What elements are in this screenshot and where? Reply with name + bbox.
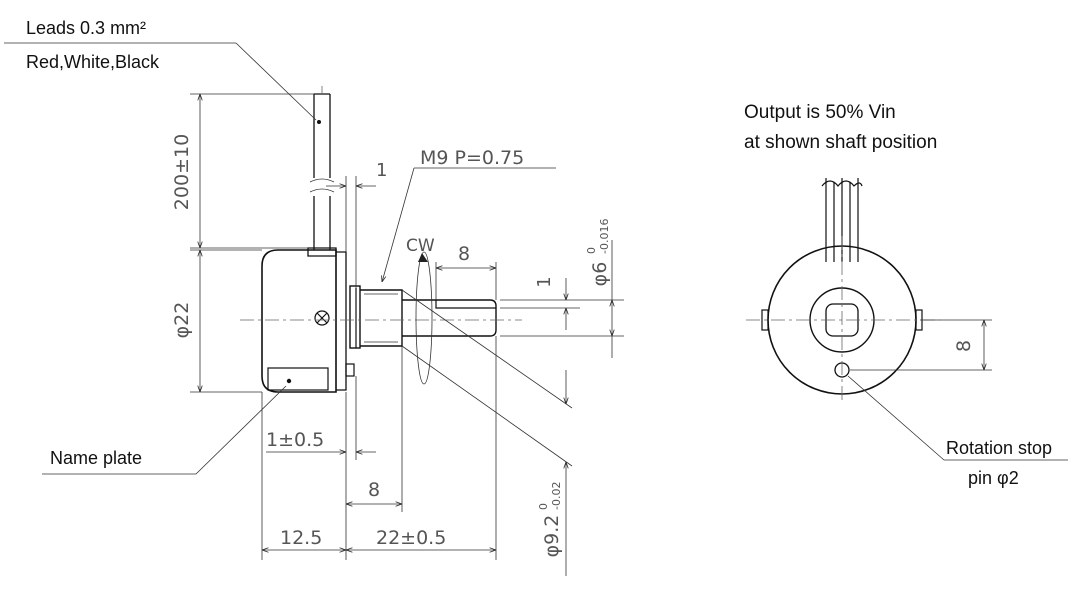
dim-bushing-length: 8 [346,346,403,512]
svg-text:8: 8 [368,479,380,501]
svg-text:Leads 0.3 mm²: Leads 0.3 mm² [26,18,146,38]
dim-offset: 1±0.5 [266,376,376,560]
lead-wires [307,93,337,257]
shaft [402,299,497,337]
front-view: Output is 50% Vin at shown shaft positio… [744,102,1068,488]
rotation-stop-note: Rotation stop pin φ2 [847,375,1068,488]
name-plate-note: Name plate [42,385,287,475]
svg-text:M9 P=0.75: M9 P=0.75 [420,147,524,169]
dim-bushing-diameter: φ9.2 0 -0.02 [401,289,573,576]
svg-text:8: 8 [953,340,975,352]
dim-body-diameter: φ22 [171,249,262,393]
svg-text:12.5: 12.5 [280,527,322,549]
dim-lead-length: 200±10 [171,93,314,249]
svg-text:Rotation stop: Rotation stop [946,438,1052,458]
svg-text:-0.016: -0.016 [598,219,611,254]
svg-text:Name plate: Name plate [50,448,142,468]
dim-thread: M9 P=0.75 [382,147,556,282]
dim-shaft-diameter: φ6 0 -0.016 [500,219,624,358]
dim-shaft-step: 1 [326,160,387,288]
pot-body [261,249,355,393]
svg-text:Red,White,Black: Red,White,Black [26,52,160,72]
svg-text:pin φ2: pin φ2 [968,468,1019,488]
svg-text:22±0.5: 22±0.5 [376,527,446,549]
dim-flat-depth: 1 [500,276,580,330]
svg-text:Output is 50% Vin: Output is 50% Vin [744,102,896,123]
svg-text:0: 0 [537,503,550,510]
dim-body-depth: 12.5 [261,392,346,560]
front-lead-wires [821,178,863,262]
dim-shaft-length: 22±0.5 [346,336,497,560]
dim-flat-length: 8 [435,243,497,300]
svg-text:at shown shaft position: at shown shaft position [744,132,937,153]
svg-text:φ6: φ6 [589,262,611,287]
svg-text:1: 1 [376,160,387,181]
svg-text:0: 0 [585,247,598,254]
leads-note: Leads 0.3 mm² Red,White,Black [4,18,317,121]
svg-text:φ22: φ22 [171,302,193,339]
svg-text:φ9.2: φ9.2 [541,515,563,558]
cw-arrow: CW [406,236,435,385]
svg-text:-0.02: -0.02 [550,482,563,510]
svg-text:8: 8 [458,243,470,265]
threaded-bushing [349,285,403,349]
side-view: CW 200±10 φ22 1 M9 P=0.75 [4,18,624,576]
svg-text:200±10: 200±10 [171,134,193,210]
svg-text:1±0.5: 1±0.5 [266,429,324,451]
svg-text:1: 1 [534,276,555,287]
svg-text:CW: CW [406,236,435,256]
dim-stop-pin-offset: 8 [850,319,992,371]
